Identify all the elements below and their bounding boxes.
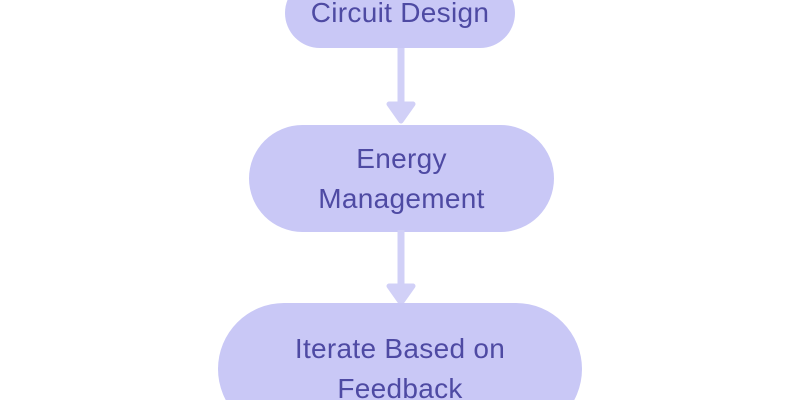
- node-label-energy-line1: Energy: [356, 142, 447, 174]
- flow-node-circuit-design[interactable]: Circuit Design: [285, 0, 515, 48]
- flow-node-iterate-based-on-feedback[interactable]: Iterate Based on Feedback: [218, 303, 582, 400]
- node-label-circuit-design: Circuit Design: [310, 0, 490, 28]
- node-label-energy-line2: Management: [318, 182, 485, 214]
- node-label-iterate-line1: Iterate Based on: [294, 333, 506, 364]
- arrow-head-icon: [386, 101, 416, 124]
- down-arrow-connector-2[interactable]: [381, 230, 421, 306]
- flow-node-energy-management[interactable]: Energy Management: [249, 125, 554, 232]
- arrow-head-icon: [386, 283, 416, 306]
- down-arrow-connector-1[interactable]: [381, 48, 421, 124]
- node-label-iterate-line2: Feedback: [337, 373, 463, 400]
